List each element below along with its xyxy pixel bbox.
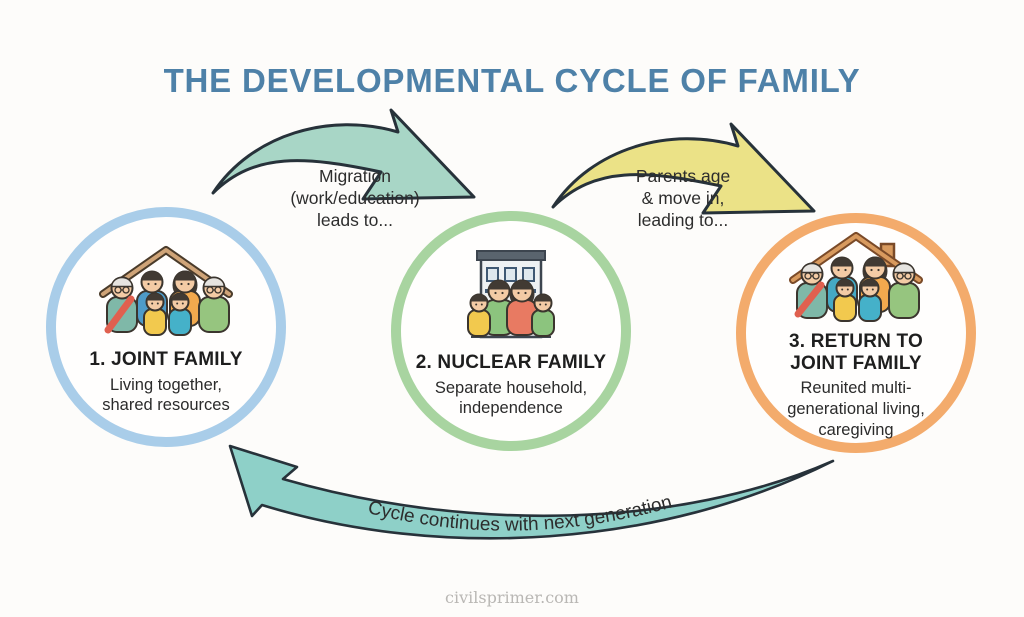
watermark-text: civilsprimer.com [445, 588, 579, 607]
joint-family-under-roof-icon [99, 245, 233, 336]
stage-1-heading: 1. JOINT FAMILY [89, 348, 243, 370]
stage-1-description: Living together, shared resources [102, 375, 230, 415]
stage-2-description: Separate household, independence [434, 378, 588, 418]
page-title: THE DEVELOPMENTAL CYCLE OF FAMILY [163, 62, 861, 99]
stage-3-description: Reunited multi- generational living, car… [787, 379, 925, 439]
multigen-family-under-roof-icon [789, 231, 923, 322]
stage-circle-joint-family: 1. JOINT FAMILY Living together, shared … [46, 207, 286, 447]
nuclear-family-apartment-icon [467, 249, 555, 339]
stage-2-heading: 2. NUCLEAR FAMILY [415, 351, 607, 373]
stage-3-heading: 3. RETURN TO JOINT FAMILY [788, 330, 923, 374]
arrow-label-migration: Migration (work/education) leads to... [290, 166, 420, 230]
stage-circle-return-joint-family: 3. RETURN TO JOINT FAMILY Reunited multi… [736, 213, 976, 453]
arrow-stage3-to-stage1-icon [228, 444, 835, 540]
stage-circle-nuclear-family: 2. NUCLEAR FAMILY Separate household, in… [391, 211, 631, 451]
cycle-arrow-label: Cycle continues with next generation [366, 492, 674, 536]
arrow-label-parents-age: Parents age & move in, leading to... [635, 166, 731, 230]
